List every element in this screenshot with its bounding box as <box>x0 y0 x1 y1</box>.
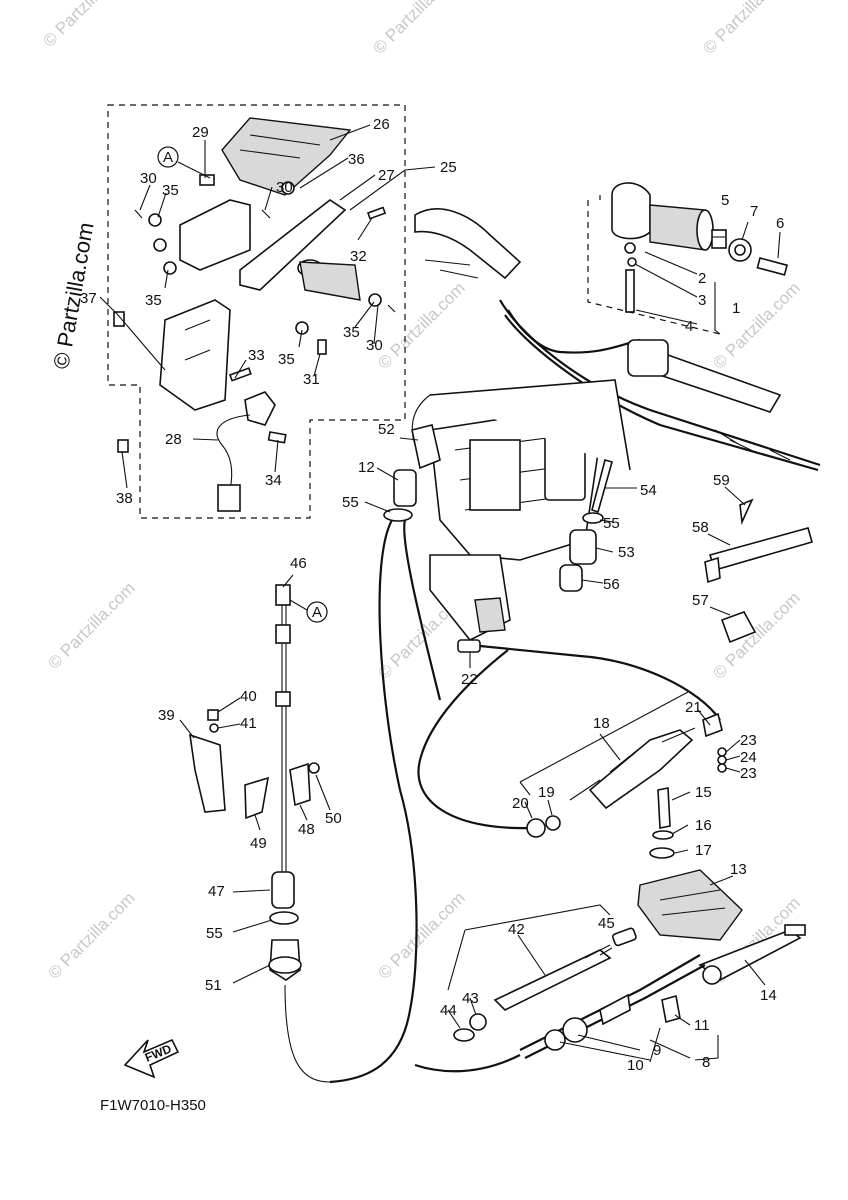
assembly-boundary-left <box>107 104 406 519</box>
callout-26: 26 <box>373 116 390 133</box>
throttle-cable <box>189 584 331 1083</box>
callout-27: 27 <box>378 167 395 184</box>
ref-marker-a-bottom: A <box>289 599 328 623</box>
watermark: © Partzilla.com <box>709 278 803 372</box>
callout-37: 37 <box>80 290 97 307</box>
callout-55b: 55 <box>603 515 620 532</box>
callout-12: 12 <box>358 459 375 476</box>
callout-14: 14 <box>760 987 777 1004</box>
svg-text:A: A <box>163 149 173 166</box>
callout-33: 33 <box>248 347 265 364</box>
callout-15: 15 <box>695 784 712 801</box>
callout-31: 31 <box>303 371 320 388</box>
right-small-parts <box>559 459 813 644</box>
callout-25: 25 <box>440 159 457 176</box>
callout-numbers: 1 2 3 4 5 6 7 8 9 10 11 12 13 14 15 16 1… <box>80 116 784 1074</box>
callout-59: 59 <box>713 472 730 489</box>
watermark: © Partzilla.com <box>369 0 463 58</box>
callout-32: 32 <box>350 248 367 265</box>
ref-marker-a-top: A <box>157 146 211 179</box>
callout-51: 51 <box>205 977 222 994</box>
callout-6: 6 <box>776 215 784 232</box>
callout-24: 24 <box>740 749 757 766</box>
callout-50: 50 <box>325 810 342 827</box>
bracket-assembly <box>113 117 396 512</box>
callout-1: 1 <box>732 300 740 317</box>
callout-57: 57 <box>692 592 709 609</box>
callout-7: 7 <box>750 203 758 220</box>
callout-39: 39 <box>158 707 175 724</box>
leader-lines <box>99 124 781 1063</box>
watermark: © Partzilla.com <box>709 588 803 682</box>
callout-10: 10 <box>627 1057 644 1074</box>
grip-boundary <box>587 195 721 335</box>
watermark: © Partzilla.com <box>39 0 133 51</box>
svg-text:A: A <box>312 604 322 621</box>
callout-52: 52 <box>378 421 395 438</box>
callout-11: 11 <box>694 1017 710 1034</box>
callout-3: 3 <box>698 292 706 309</box>
callout-23b: 23 <box>740 765 757 782</box>
callout-9: 9 <box>653 1042 661 1059</box>
callout-30b: 30 <box>276 179 293 196</box>
callout-20: 20 <box>512 795 529 812</box>
callout-55a: 55 <box>342 494 359 511</box>
callout-30a: 30 <box>140 170 157 187</box>
callout-17: 17 <box>695 842 712 859</box>
callout-21: 21 <box>685 699 702 716</box>
callout-5: 5 <box>721 192 729 209</box>
callout-2: 2 <box>698 270 706 287</box>
callout-41: 41 <box>240 715 257 732</box>
callout-13: 13 <box>730 861 747 878</box>
left-cable <box>329 424 442 1084</box>
callout-55c: 55 <box>206 925 223 942</box>
grip-assembly <box>611 182 789 313</box>
callout-43: 43 <box>462 990 479 1007</box>
callout-48: 48 <box>298 821 315 838</box>
callout-30c: 30 <box>366 337 383 354</box>
callout-22: 22 <box>461 671 478 688</box>
callout-35d: 35 <box>343 324 360 341</box>
callout-58: 58 <box>692 519 709 536</box>
callout-42: 42 <box>508 921 525 938</box>
callout-53: 53 <box>618 544 635 561</box>
watermarks: © Partzilla.com © Partzilla.com © Partzi… <box>39 0 803 988</box>
callout-54: 54 <box>640 482 657 499</box>
watermark: © Partzilla.com <box>699 0 793 58</box>
watermark: © Partzilla.com <box>374 888 468 982</box>
bottom-cables <box>414 927 706 1073</box>
watermark: © Partzilla.com <box>44 888 138 982</box>
callout-45: 45 <box>598 915 615 932</box>
callout-35c: 35 <box>278 351 295 368</box>
callout-46: 46 <box>290 555 307 572</box>
callout-23: 23 <box>740 732 757 749</box>
callout-28: 28 <box>165 431 182 448</box>
callout-29: 29 <box>192 124 209 141</box>
callout-18: 18 <box>593 715 610 732</box>
diagram-code: F1W7010-H350 <box>100 1097 206 1114</box>
callout-35a: 35 <box>162 182 179 199</box>
callout-44: 44 <box>440 1002 457 1019</box>
callout-35b: 35 <box>145 292 162 309</box>
shift-cable <box>417 639 727 838</box>
lower-right-assembly <box>637 787 806 1024</box>
callout-40: 40 <box>240 688 257 705</box>
callout-38: 38 <box>116 490 133 507</box>
callout-19: 19 <box>538 784 555 801</box>
callout-16: 16 <box>695 817 712 834</box>
callout-34: 34 <box>265 472 282 489</box>
callout-56: 56 <box>603 576 620 593</box>
callout-47: 47 <box>208 883 225 900</box>
fwd-arrow-icon: FWD <box>123 1038 180 1079</box>
watermark: © Partzilla.com <box>44 578 138 672</box>
callout-4: 4 <box>685 318 693 335</box>
handlebar-assembly <box>411 208 821 642</box>
callout-36: 36 <box>348 151 365 168</box>
callout-8: 8 <box>702 1054 710 1071</box>
watermark: © Partzilla.com <box>374 278 468 372</box>
callout-49: 49 <box>250 835 267 852</box>
